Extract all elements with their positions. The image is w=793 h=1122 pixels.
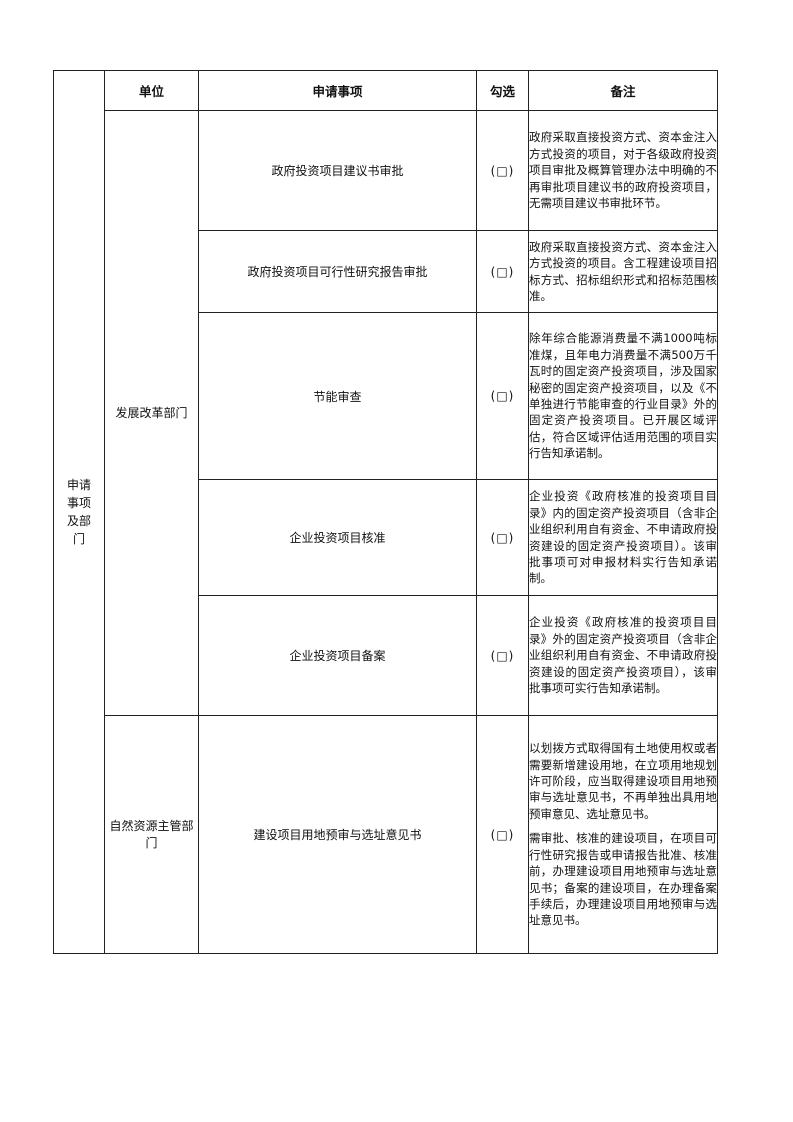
table-row: 发展改革部门 政府投资项目建议书审批 (□) 政府采取直接投资方式、资本金注入方… [54, 110, 718, 716]
note-cell: 政府采取直接投资方式、资本金注入方式投资的项目，对于各级政府投资项目审批及概算管… [528, 110, 718, 231]
checkbox-cell[interactable]: (□) [476, 110, 529, 231]
table-row: 企业投资项目核准 (□) 企业投资《政府核准的投资项目目录》内的固定资产投资项目… [54, 479, 718, 596]
unit-cell: 发展改革部门 [104, 110, 199, 716]
item-cell: 企业投资项目核准 [198, 479, 477, 596]
note-cell: 企业投资《政府核准的投资项目目录》内的固定资产投资项目（含非企业组织利用自有资金… [528, 479, 718, 596]
table-row: 企业投资项目备案 (□) 企业投资《政府核准的投资项目目录》外的固定资产投资项目… [54, 595, 718, 716]
checkbox-cell[interactable]: (□) [476, 230, 529, 313]
checkbox-cell[interactable]: (□) [476, 479, 529, 596]
item-cell: 建设项目用地预审与选址意见书 [198, 715, 477, 954]
checkbox-cell[interactable]: (□) [476, 595, 529, 716]
table-row: 政府投资项目可行性研究报告审批 (□) 政府采取直接投资方式、资本金注入方式投资… [54, 230, 718, 313]
note-text: 政府采取直接投资方式、资本金注入方式投资的项目。含工程建设项目招标方式、招标组织… [529, 239, 717, 303]
header-item: 申请事项 [198, 70, 477, 111]
note-cell: 政府采取直接投资方式、资本金注入方式投资的项目。含工程建设项目招标方式、招标组织… [528, 230, 718, 313]
note-cell: 除年综合能源消费量不满1000吨标准煤，且年电力消费量不满500万千瓦时的固定资… [528, 312, 718, 480]
header-row: 申请事项及部门 单位 申请事项 勾选 备注 [53, 70, 718, 954]
section-label-cell: 申请事项及部门 [53, 70, 105, 954]
item-cell: 企业投资项目备案 [198, 595, 477, 716]
item-cell: 政府投资项目建议书审批 [198, 110, 477, 231]
header-check: 勾选 [476, 70, 529, 111]
section-label: 申请事项及部门 [66, 478, 91, 546]
table-row: 自然资源主管部门 建设项目用地预审与选址意见书 (□) 以划拨方式取得国有土地使… [54, 715, 718, 954]
note-cell: 企业投资《政府核准的投资项目目录》外的固定资产投资项目（含非企业组织利用自有资金… [528, 595, 718, 716]
header-note: 备注 [528, 70, 718, 111]
checkbox-cell[interactable]: (□) [476, 715, 529, 954]
checkbox-cell[interactable]: (□) [476, 312, 529, 480]
note-text: 以划拨方式取得国有土地使用权或者需要新增建设用地，在立项用地规划许可阶段，应当取… [529, 741, 717, 821]
item-cell: 政府投资项目可行性研究报告审批 [198, 230, 477, 313]
application-items-table: 申请事项及部门 单位 申请事项 勾选 备注 发展改革部门 政府投资项目建议书审批… [53, 70, 718, 954]
note-text: 企业投资《政府核准的投资项目目录》内的固定资产投资项目（含非企业组织利用自有资金… [529, 489, 717, 586]
note-cell: 以划拨方式取得国有土地使用权或者需要新增建设用地，在立项用地规划许可阶段，应当取… [528, 715, 718, 954]
note-text: 企业投资《政府核准的投资项目目录》外的固定资产投资项目（含非企业组织利用自有资金… [529, 615, 717, 696]
item-cell: 节能审查 [198, 312, 477, 480]
header-unit: 单位 [104, 70, 199, 111]
note-text: 政府采取直接投资方式、资本金注入方式投资的项目，对于各级政府投资项目审批及概算管… [529, 130, 717, 211]
note-text: 除年综合能源消费量不满1000吨标准煤，且年电力消费量不满500万千瓦时的固定资… [529, 331, 717, 461]
note-text: 需审批、核准的建设项目，在项目可行性研究报告或申请报告批准、核准前，办理建设项目… [529, 831, 717, 928]
table-row: 节能审查 (□) 除年综合能源消费量不满1000吨标准煤，且年电力消费量不满50… [54, 312, 718, 480]
unit-cell: 自然资源主管部门 [104, 715, 199, 954]
